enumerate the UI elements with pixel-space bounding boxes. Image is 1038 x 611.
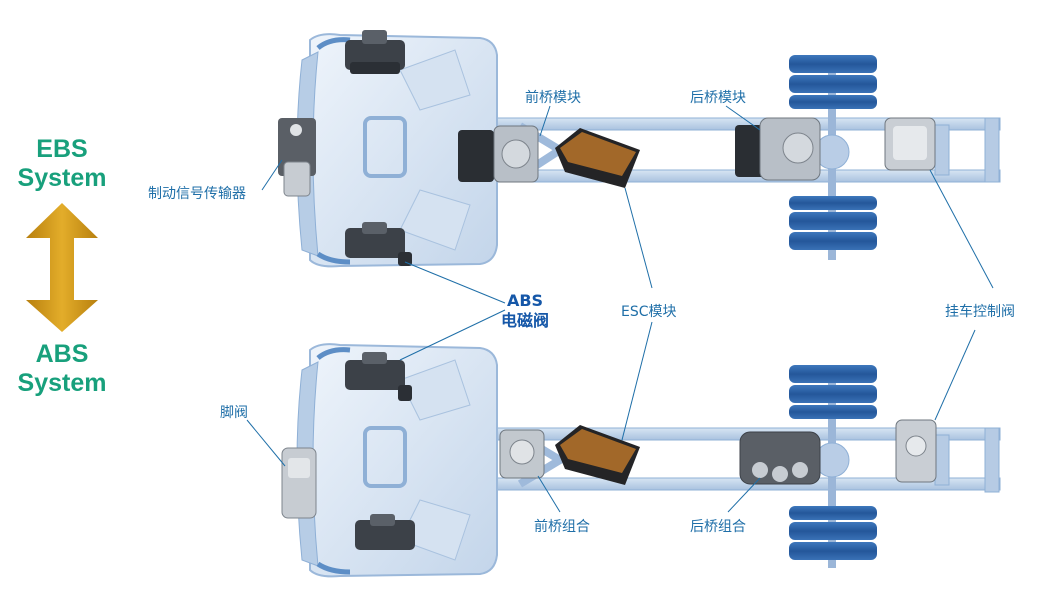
ebs-rear-wheel-lower xyxy=(789,196,877,250)
abs-rear-wheel-lower xyxy=(789,506,877,560)
leader-lines xyxy=(246,105,994,513)
esc-module-label: ESC模块 xyxy=(621,304,677,320)
abs-title-line-2: System xyxy=(17,369,107,397)
brake-signal-transmitter-label: 制动信号传输器 xyxy=(148,186,246,202)
ebs-rear-wheel-upper xyxy=(789,55,877,109)
foot-valve-label: 脚阀 xyxy=(220,405,248,421)
ebs-title-line-1: EBS xyxy=(36,135,88,163)
abs-system-label: ABS System xyxy=(8,340,116,398)
ebs-abs-valve-lower xyxy=(345,222,412,266)
front-axle-combo-part xyxy=(499,429,545,479)
double-arrow-icon xyxy=(26,203,98,332)
trailer-control-valve-part-lower xyxy=(895,419,937,483)
abs-title-line-1: ABS xyxy=(35,340,89,368)
brake-signal-transmitter-part xyxy=(278,118,316,197)
abs-valve-label-line-2: 电磁阀 xyxy=(500,311,549,330)
front-axle-module-part xyxy=(458,125,539,183)
esc-module-part-lower xyxy=(555,425,640,485)
abs-abs-valve-upper xyxy=(345,352,412,401)
trailer-control-valve-label: 挂车控制阀 xyxy=(945,304,1015,320)
rear-axle-module-part xyxy=(735,117,821,181)
abs-valve-label: ABS 电磁阀 xyxy=(495,291,555,331)
foot-valve-part xyxy=(281,447,317,519)
rear-axle-combo-label: 后桥组合 xyxy=(690,519,746,535)
ebs-system-label: EBS System xyxy=(8,135,116,193)
ebs-title-line-2: System xyxy=(17,164,107,192)
abs-abs-valve-lower xyxy=(355,514,415,550)
rear-axle-module-label: 后桥模块 xyxy=(690,90,746,106)
trailer-control-valve-part-upper xyxy=(884,117,936,171)
front-axle-combo-label: 前桥组合 xyxy=(534,519,590,535)
esc-module-part-upper xyxy=(555,128,640,188)
abs-rear-wheel-upper xyxy=(789,365,877,419)
front-axle-module-label: 前桥模块 xyxy=(525,90,581,106)
rear-axle-combo-part xyxy=(739,431,821,485)
ebs-abs-valve-upper xyxy=(345,30,405,74)
abs-valve-label-line-1: ABS xyxy=(506,291,544,310)
